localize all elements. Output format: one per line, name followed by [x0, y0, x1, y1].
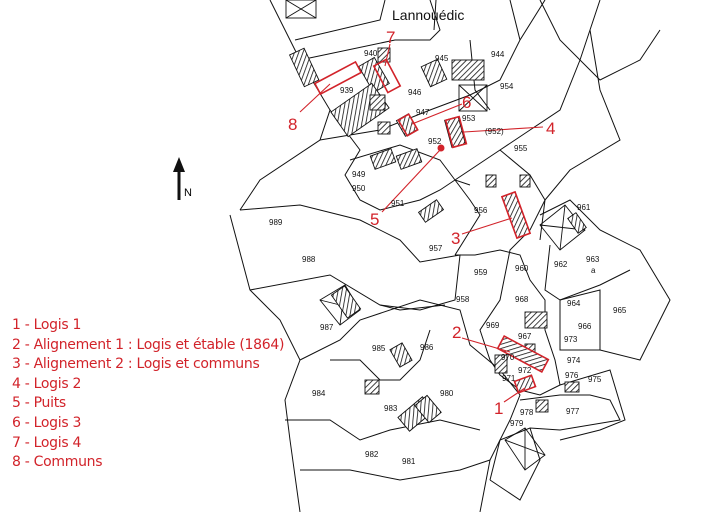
parcel-number: 952	[428, 137, 442, 146]
highlight-logis-1	[513, 374, 537, 394]
legend-item: 4 - Logis 2	[12, 375, 82, 392]
legend-item: 8 - Communs	[12, 454, 103, 471]
marker-4: 4	[546, 119, 555, 138]
parcel-numbers: 940 945 944 954 946 939 947 953 952 (952…	[269, 49, 627, 466]
parcel-number: 957	[429, 244, 443, 253]
parcel-number: 959	[474, 268, 488, 277]
legend-item: 5 - Puits	[12, 395, 66, 412]
parcel-number: 954	[500, 82, 514, 91]
parcel-number: 982	[365, 450, 379, 459]
marker-8: 8	[288, 115, 297, 134]
parcel-number: 946	[408, 88, 422, 97]
parcel-number: 977	[566, 407, 580, 416]
parcel-number: 953	[462, 114, 476, 123]
parcel-number: 980	[440, 389, 454, 398]
marker-5: 5	[370, 210, 379, 229]
parcel-number: 967	[518, 332, 532, 341]
parcel-number: 968	[515, 295, 529, 304]
highlighted-buildings	[313, 58, 550, 394]
parcel-number: 986	[420, 343, 434, 352]
parcel-number: 973	[564, 335, 578, 344]
highlight-alignement-1	[496, 335, 550, 373]
marker-2: 2	[452, 323, 461, 342]
legend-item: 3 - Alignement 2 : Logis et communs	[12, 356, 260, 373]
parcel-number: 983	[384, 404, 398, 413]
parcel-number: 985	[372, 344, 386, 353]
legend-item: 2 - Alignement 1 : Logis et étable (1864…	[12, 336, 285, 353]
parcel-number: 989	[269, 218, 283, 227]
parcel-number: 984	[312, 389, 326, 398]
parcel-number: 972	[518, 366, 532, 375]
parcel-number: 958	[456, 295, 470, 304]
parcel-number: 988	[302, 255, 316, 264]
north-arrow-icon	[173, 157, 185, 200]
parcel-number: 940	[364, 49, 378, 58]
highlight-alignement-2	[500, 190, 532, 240]
highlight-logis-4	[372, 58, 402, 94]
legend-item: 6 - Logis 3	[12, 414, 82, 431]
parcel-number: 964	[567, 299, 581, 308]
marker-labels: 1 2 3 4 5 6 7 8	[288, 28, 555, 418]
parcel-number: 951	[391, 199, 405, 208]
parcel-number: 947	[416, 108, 430, 117]
parcel-number: 950	[352, 184, 366, 193]
marker-7: 7	[386, 28, 395, 47]
parcel-number: 956	[474, 206, 488, 215]
parcel-number: 961	[577, 203, 591, 212]
highlight-logis-2	[444, 115, 468, 149]
parcel-number: 949	[352, 170, 366, 179]
parcel-number: 965	[613, 306, 627, 315]
place-name: Lannouédic	[392, 7, 464, 23]
highlight-communs	[313, 60, 363, 96]
parcel-number: 955	[514, 144, 528, 153]
legend: 1 - Logis 1 2 - Alignement 1 : Logis et …	[12, 316, 284, 473]
parcel-number: 939	[340, 86, 354, 95]
parcel-number: 970	[501, 353, 515, 362]
marker-1: 1	[494, 399, 503, 418]
marker-6: 6	[462, 93, 471, 112]
callout-lines	[299, 43, 544, 403]
parcel-boundaries	[229, 0, 671, 512]
parcel-number: 987	[320, 323, 334, 332]
parcel-number: 944	[491, 50, 505, 59]
parcel-number: 979	[510, 419, 524, 428]
marker-3: 3	[451, 229, 460, 248]
parcel-number: 969	[486, 321, 500, 330]
parcel-number: 975	[588, 375, 602, 384]
parcel-number: 960	[515, 264, 529, 273]
highlight-logis-3	[397, 113, 419, 137]
parcel-number: 945	[435, 54, 449, 63]
parcel-number: a	[591, 266, 596, 275]
north-label: N	[184, 187, 192, 199]
legend-item: 1 - Logis 1	[12, 317, 82, 333]
parcel-number: (952)	[485, 127, 504, 136]
parcel-number: 971	[502, 374, 516, 383]
parcel-number: 981	[402, 457, 416, 466]
parcel-number: 962	[554, 260, 568, 269]
parcel-number: 966	[578, 322, 592, 331]
parcel-number: 978	[520, 408, 534, 417]
parcel-number: 976	[565, 371, 579, 380]
legend-item: 7 - Logis 4	[12, 434, 82, 451]
parcel-number: 963	[586, 255, 600, 264]
buildings	[288, 47, 587, 432]
well-marker	[437, 144, 445, 152]
parcel-number: 974	[567, 356, 581, 365]
